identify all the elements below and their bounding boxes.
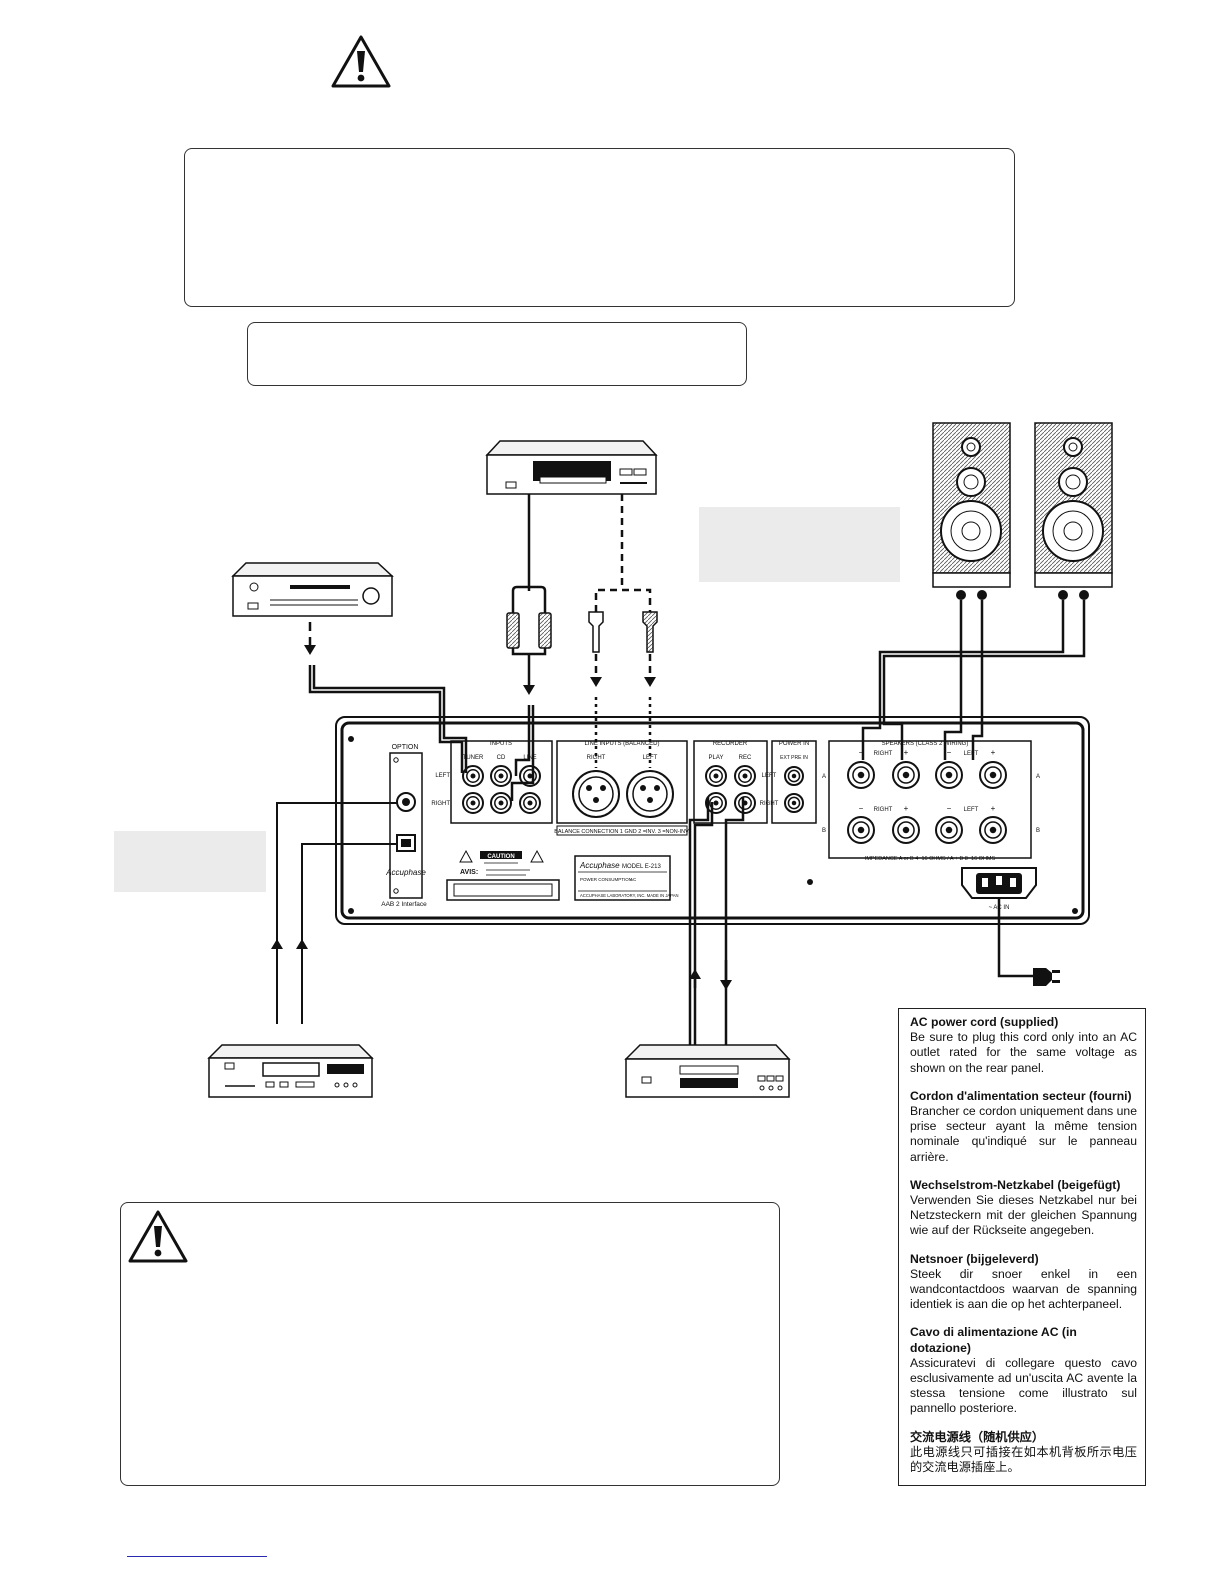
note-section-german: Wechselstrom-Netzkabel (beigefügt) Verwe… xyxy=(910,1177,1137,1238)
svg-text:B: B xyxy=(822,828,826,834)
svg-text:ACCUPHASE LABORATORY, INC. MA: ACCUPHASE LABORATORY, INC. MADE IN JAPAN xyxy=(580,893,679,898)
rca-input-jack xyxy=(462,765,484,787)
svg-text:A: A xyxy=(822,774,826,780)
caution-label: CAUTION xyxy=(487,854,514,860)
svg-text:Accuphase: Accuphase xyxy=(579,861,620,870)
option-brand-label: Accuphase xyxy=(385,868,426,877)
svg-text:EXT PRE IN: EXT PRE IN xyxy=(780,755,808,761)
xlr-connectors xyxy=(572,770,674,818)
svg-text:POWER CONSUMPTION: POWER CONSUMPTION xyxy=(580,877,632,882)
rca-recorder-jack xyxy=(734,765,756,787)
bottom-warning-icon xyxy=(128,1210,188,1263)
svg-text:RIGHT: RIGHT xyxy=(874,807,893,813)
speaker-terminal xyxy=(935,816,963,844)
svg-text:TUNER: TUNER xyxy=(463,755,484,761)
rca-input-jack xyxy=(462,792,484,814)
note-section-french: Cordon d'alimentation secteur (fourni) B… xyxy=(910,1088,1137,1164)
tuner-cable xyxy=(304,622,468,773)
recorder-label: RECORDER xyxy=(713,741,748,747)
svg-text:PLAY: PLAY xyxy=(709,755,724,761)
sub-notice-box xyxy=(247,322,747,386)
footer-rule xyxy=(127,1556,267,1557)
rca-power-in-jack xyxy=(784,793,804,813)
speaker-left xyxy=(932,422,1011,600)
note-section-dutch: Netsnoer (bijgeleverd) Steek dir snoer e… xyxy=(910,1251,1137,1312)
speaker-terminal xyxy=(892,816,920,844)
svg-text:−: − xyxy=(859,804,864,813)
note-section-english: AC power cord (supplied) Be sure to plug… xyxy=(910,1015,1137,1075)
speaker-terminal xyxy=(979,816,1007,844)
svg-text:LEFT: LEFT xyxy=(435,773,450,779)
rca-power-in-jack xyxy=(784,766,804,786)
ac-cord xyxy=(997,898,1060,986)
svg-text:RIGHT: RIGHT xyxy=(760,801,779,807)
avis-label: AVIS: xyxy=(460,869,478,876)
impedance-label: IMPEDANCE A or B 4~16 OHMS / A + B 8~16 … xyxy=(865,856,996,862)
cd-balanced-cable xyxy=(590,494,656,768)
option-label: OPTION xyxy=(392,744,419,751)
svg-text:LEFT: LEFT xyxy=(964,807,979,813)
balance-connection-label: BALANCE CONNECTION 1 GND 2 =INV. 3 =NON-… xyxy=(554,829,690,835)
tuner xyxy=(231,562,394,617)
option-card-label: AAB 2 Interface xyxy=(381,901,427,908)
power-in-label: POWER IN xyxy=(779,741,809,747)
speaker-cables xyxy=(861,600,1086,760)
svg-text:+: + xyxy=(991,804,996,813)
note-section-chinese: 交流电源线（随机供应） 此电源线只可插接在如本机背板所示电压的交流电源插座上。 xyxy=(910,1429,1137,1475)
cd-player xyxy=(485,440,658,495)
svg-text:REC: REC xyxy=(739,755,752,761)
speaker-terminal xyxy=(935,761,963,789)
recorder-cables xyxy=(688,797,745,1045)
speaker-terminal xyxy=(892,761,920,789)
rca-recorder-jack xyxy=(734,792,756,814)
rca-recorder-jack xyxy=(705,765,727,787)
inputs-label: INPUTS xyxy=(490,741,512,747)
speakers-label: SPEAKERS (CLASS 2 WIRING) xyxy=(882,741,969,747)
option-label-box xyxy=(114,831,266,892)
cassette-deck xyxy=(207,1044,374,1098)
option-cables xyxy=(271,802,397,1024)
svg-text:+: + xyxy=(991,748,996,757)
top-warning-icon xyxy=(331,35,391,88)
top-notice-box xyxy=(184,148,1015,307)
rca-jacks xyxy=(462,761,1007,844)
speaker-terminal xyxy=(847,761,875,789)
svg-text:+: + xyxy=(904,804,909,813)
svg-text:RIGHT: RIGHT xyxy=(431,801,450,807)
cd-rca-cable xyxy=(510,494,547,801)
rca-input-jack xyxy=(490,792,512,814)
svg-text:−: − xyxy=(947,748,952,757)
svg-text:CD: CD xyxy=(497,755,506,761)
svg-text:−: − xyxy=(947,804,952,813)
disc-recorder xyxy=(624,1044,791,1098)
svg-text:RIGHT: RIGHT xyxy=(587,755,606,761)
xlr-plugs xyxy=(588,611,658,653)
speaker-terminal xyxy=(847,816,875,844)
svg-text:AC: AC xyxy=(630,877,637,882)
svg-text:B: B xyxy=(1036,828,1040,834)
speaker-terminal xyxy=(979,761,1007,789)
svg-text:RIGHT: RIGHT xyxy=(874,751,893,757)
svg-text:LEFT: LEFT xyxy=(964,751,979,757)
rca-input-jack xyxy=(490,765,512,787)
ac-power-cord-note: AC power cord (supplied) Be sure to plug… xyxy=(898,1008,1146,1486)
note-section-italian: Cavo di alimentazione AC (in dotazione) … xyxy=(910,1325,1137,1416)
svg-text:A: A xyxy=(1036,774,1040,780)
svg-text:LEFT: LEFT xyxy=(643,755,658,761)
svg-text:MODEL E-213: MODEL E-213 xyxy=(622,864,661,870)
svg-text:+: + xyxy=(904,748,909,757)
bottom-warning-box xyxy=(120,1202,780,1486)
rca-plugs xyxy=(506,612,552,649)
rca-input-jack xyxy=(519,792,541,814)
speaker-label-box xyxy=(699,507,900,582)
speaker-right xyxy=(1034,422,1113,600)
balanced-label: LINE INPUTS (BALANCED) xyxy=(584,741,659,747)
svg-text:LEFT: LEFT xyxy=(762,773,777,779)
svg-text:−: − xyxy=(859,748,864,757)
